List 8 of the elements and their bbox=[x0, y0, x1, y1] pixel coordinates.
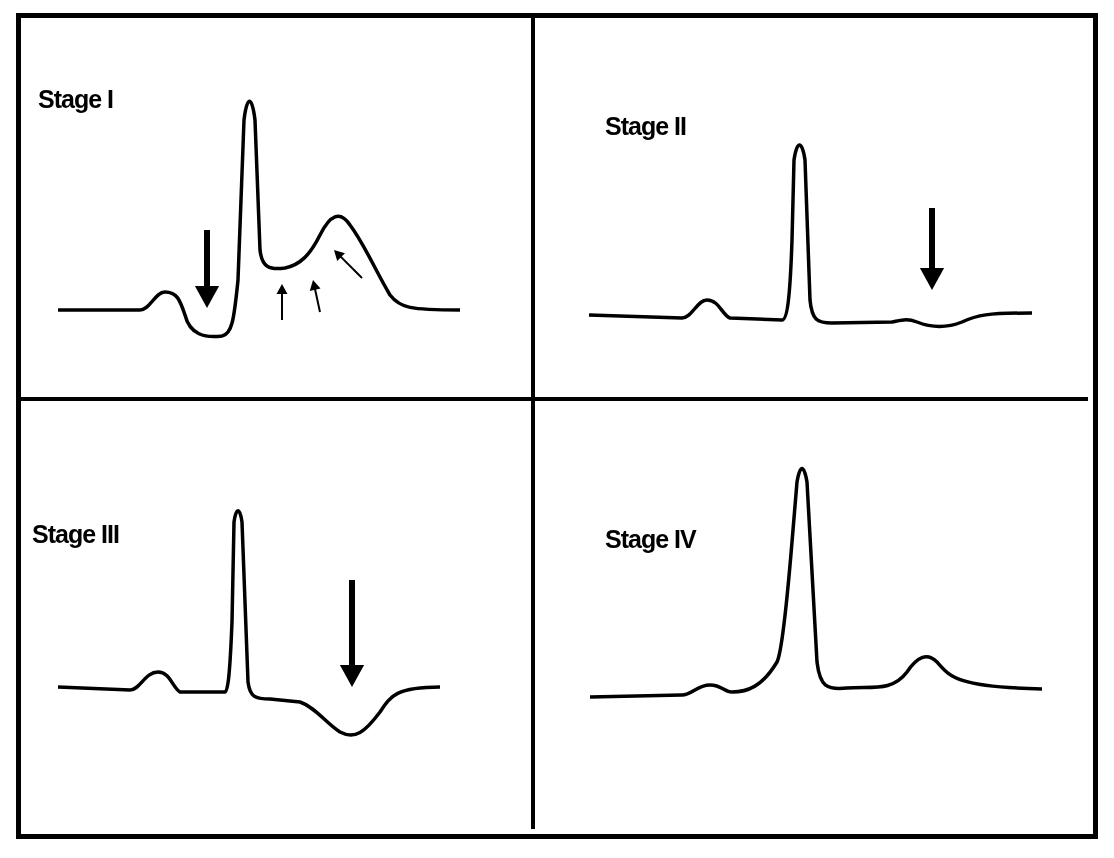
stage-panel bbox=[533, 18, 1088, 399]
stage-label: Stage I bbox=[38, 85, 113, 114]
stage-label: Stage II bbox=[605, 112, 686, 141]
stage-label: Stage III bbox=[32, 520, 119, 549]
stage-panel bbox=[533, 399, 1088, 829]
stage-panel bbox=[21, 399, 533, 829]
stage-panel bbox=[21, 18, 533, 399]
stage-label: Stage IV bbox=[605, 525, 696, 554]
